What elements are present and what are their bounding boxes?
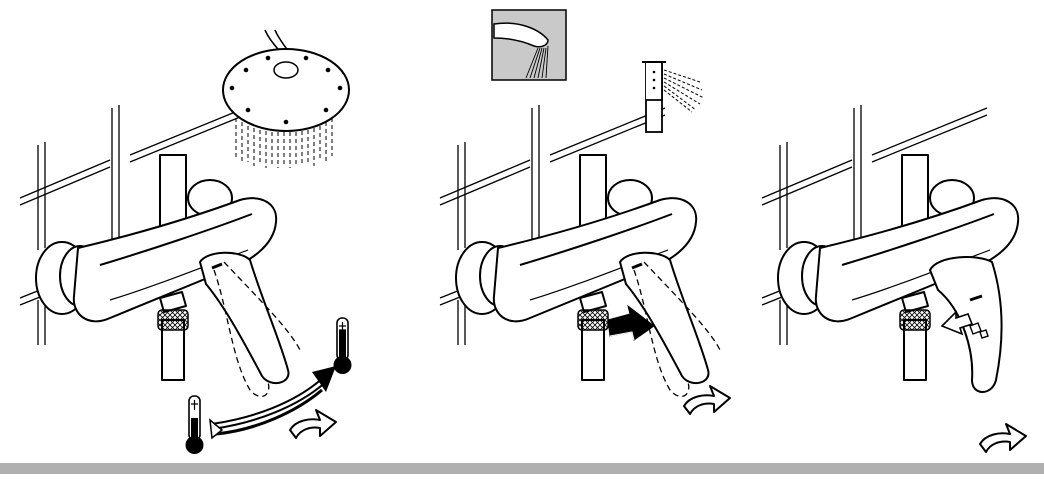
hand-shower-icon bbox=[642, 62, 704, 132]
panel-3 bbox=[762, 105, 1026, 452]
panel-1 bbox=[20, 30, 352, 454]
panel-2 bbox=[440, 105, 730, 414]
rotate-arrow-icon bbox=[980, 424, 1026, 452]
thermometer-cold-icon bbox=[186, 396, 204, 454]
overhead-shower-icon bbox=[223, 30, 349, 168]
thermometer-hot-icon bbox=[334, 318, 352, 374]
rotate-arrow-icon bbox=[290, 410, 336, 438]
spout-icon bbox=[492, 10, 566, 80]
rotate-arrow-icon bbox=[684, 386, 730, 414]
bottom-divider bbox=[0, 463, 1044, 474]
